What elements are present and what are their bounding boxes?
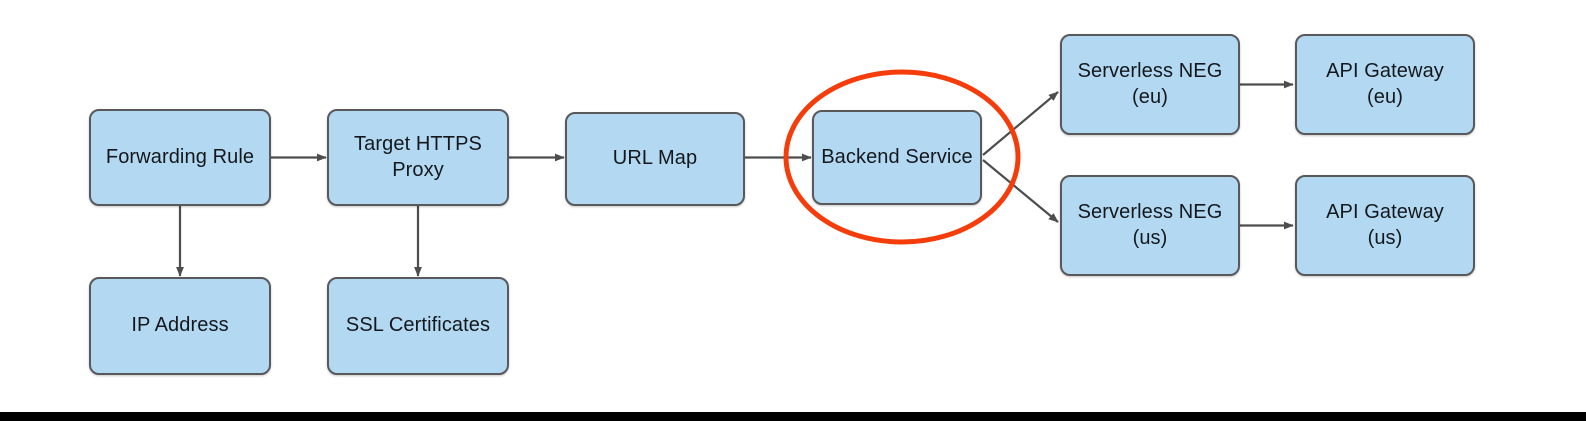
node-ssl-certificates[interactable]: SSL Certificates xyxy=(327,277,509,375)
node-ip-address[interactable]: IP Address xyxy=(89,277,271,375)
edge-backend-service-to-serverless-neg-eu xyxy=(982,91,1059,156)
node-target-https-proxy[interactable]: Target HTTPS Proxy xyxy=(327,109,509,206)
node-api-gateway-eu[interactable]: API Gateway (eu) xyxy=(1295,34,1475,135)
node-backend-service[interactable]: Backend Service xyxy=(812,110,982,205)
node-url-map[interactable]: URL Map xyxy=(565,112,745,206)
bottom-bar xyxy=(0,412,1586,421)
edge-backend-service-to-serverless-neg-us xyxy=(982,159,1059,223)
node-forwarding-rule[interactable]: Forwarding Rule xyxy=(89,109,271,206)
node-api-gateway-us[interactable]: API Gateway (us) xyxy=(1295,175,1475,276)
node-serverless-neg-eu[interactable]: Serverless NEG (eu) xyxy=(1060,34,1240,135)
node-serverless-neg-us[interactable]: Serverless NEG (us) xyxy=(1060,175,1240,276)
